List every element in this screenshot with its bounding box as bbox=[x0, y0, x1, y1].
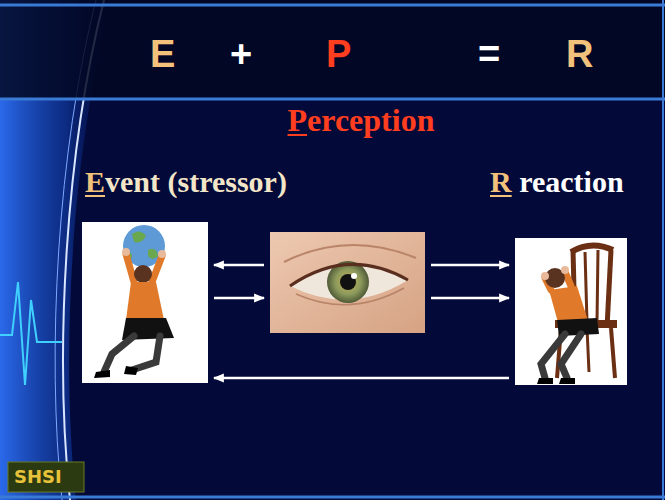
panel-heading: Perception bbox=[288, 104, 435, 136]
arrow-connector bbox=[431, 264, 509, 267]
formula-operator: + bbox=[230, 35, 252, 73]
arrow-connector bbox=[214, 264, 264, 267]
arrow-connector bbox=[214, 377, 509, 380]
formula-letter: R bbox=[566, 35, 593, 73]
panel-heading: Event (stressor) bbox=[85, 167, 287, 197]
image-panel: Perception bbox=[270, 232, 425, 333]
formula-operator: = bbox=[478, 35, 500, 73]
arrow-connector bbox=[431, 297, 509, 300]
logo-text: SHSI bbox=[14, 468, 62, 486]
image-panel: R reaction bbox=[515, 238, 627, 385]
image-panel: Event (stressor) bbox=[82, 222, 208, 383]
arrow-connector bbox=[214, 297, 264, 300]
formula-letter: P bbox=[326, 35, 351, 73]
formula-letter: E bbox=[150, 35, 175, 73]
panel-heading: R reaction bbox=[490, 167, 624, 197]
